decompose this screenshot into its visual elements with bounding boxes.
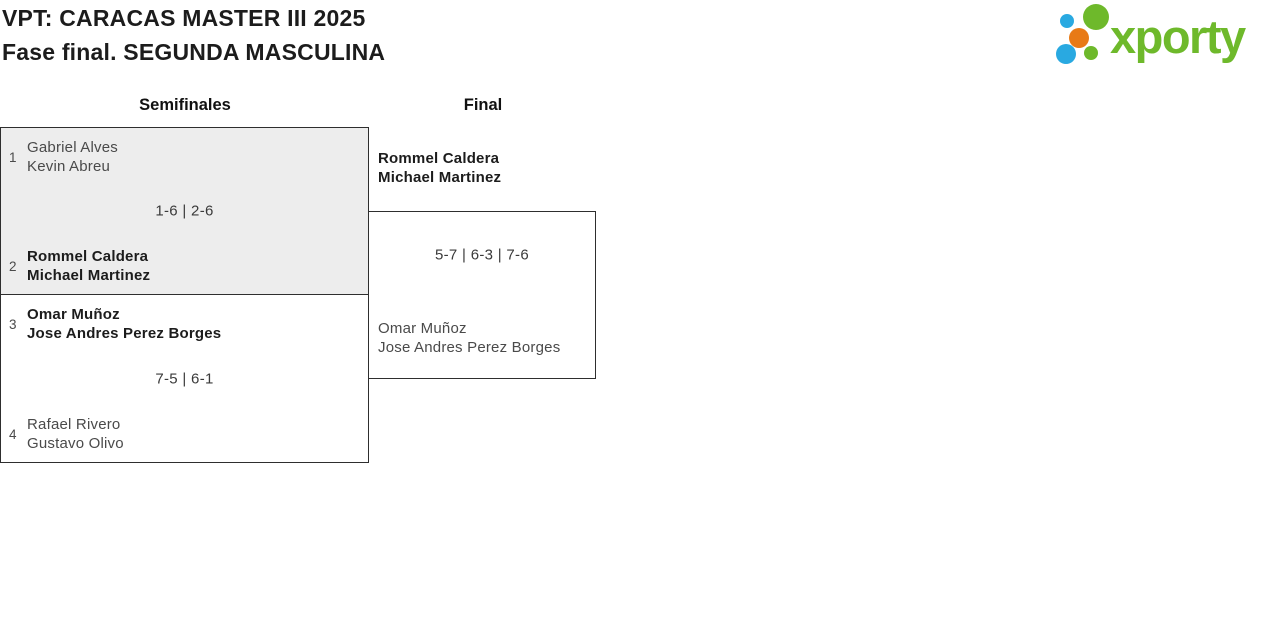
player-name: Omar Muñoz — [378, 320, 467, 337]
team-row-final-team2: Omar Muñoz Jose Andres Perez Borges — [378, 319, 560, 357]
match-semifinal-1[interactable]: 1 Gabriel Alves Kevin Abreu 1-6 | 2-6 2 … — [0, 127, 369, 295]
player-name: Jose Andres Perez Borges — [27, 325, 222, 342]
team-row-final-team1: Rommel Caldera Michael Martinez — [378, 149, 501, 187]
player-name: Omar Muñoz — [27, 306, 120, 323]
player-name: Gustavo Olivo — [27, 435, 124, 452]
match-semifinal-2[interactable]: 3 Omar Muñoz Jose Andres Perez Borges 7-… — [0, 295, 369, 463]
page-subtitle: Fase final. SEGUNDA MASCULINA — [2, 39, 386, 65]
round-header-final: Final — [463, 96, 503, 114]
match-final[interactable]: 5-7 | 6-3 | 7-6 Omar Muñoz Jose Andres P… — [369, 211, 596, 379]
player-name: Gabriel Alves — [27, 139, 118, 156]
player-name: Rommel Caldera — [27, 248, 149, 265]
team-players: Rafael Rivero Gustavo Olivo — [27, 415, 124, 453]
team-row-sf2-team1: 3 Omar Muñoz Jose Andres Perez Borges — [9, 305, 221, 343]
team-players: Rommel Caldera Michael Martinez — [27, 247, 150, 285]
logo-dot-blue-medium-icon — [1056, 44, 1076, 64]
match-score-sf2: 7-5 | 6-1 — [155, 370, 214, 387]
round-header-semifinales: Semifinales — [139, 96, 231, 114]
player-name: Jose Andres Perez Borges — [378, 339, 561, 356]
header-titles: VPT: CARACAS MASTER III 2025 Fase final.… — [2, 1, 385, 69]
team-row-sf2-team2: 4 Rafael Rivero Gustavo Olivo — [9, 415, 124, 453]
team-row-sf1-team1: 1 Gabriel Alves Kevin Abreu — [9, 138, 118, 176]
seed-number: 4 — [9, 426, 17, 442]
logo-dot-green-large-icon — [1083, 4, 1109, 30]
team-players: Omar Muñoz Jose Andres Perez Borges — [378, 319, 560, 357]
seed-number: 3 — [9, 316, 17, 332]
xporty-wordmark: xporty — [1110, 9, 1246, 63]
match-score-sf1: 1-6 | 2-6 — [155, 202, 214, 220]
player-name: Michael Martinez — [27, 267, 151, 284]
team-players: Gabriel Alves Kevin Abreu — [27, 138, 118, 176]
team-row-sf1-team2: 2 Rommel Caldera Michael Martinez — [9, 247, 150, 285]
player-name: Kevin Abreu — [27, 158, 111, 175]
match-score-final: 5-7 | 6-3 | 7-6 — [434, 246, 529, 264]
seed-number: 1 — [9, 149, 17, 165]
player-name: Rommel Caldera — [378, 150, 500, 167]
xporty-logo[interactable]: xporty — [1048, 0, 1280, 72]
player-name: Michael Martinez — [378, 169, 502, 186]
team-players: Rommel Caldera Michael Martinez — [378, 149, 501, 187]
logo-dot-orange-icon — [1069, 28, 1089, 48]
seed-number: 2 — [9, 258, 17, 274]
logo-dot-green-small-icon — [1084, 46, 1098, 60]
logo-dot-blue-small-icon — [1060, 14, 1074, 28]
page-title: VPT: CARACAS MASTER III 2025 — [2, 5, 366, 31]
team-players: Omar Muñoz Jose Andres Perez Borges — [27, 305, 221, 343]
player-name: Rafael Rivero — [27, 416, 121, 433]
